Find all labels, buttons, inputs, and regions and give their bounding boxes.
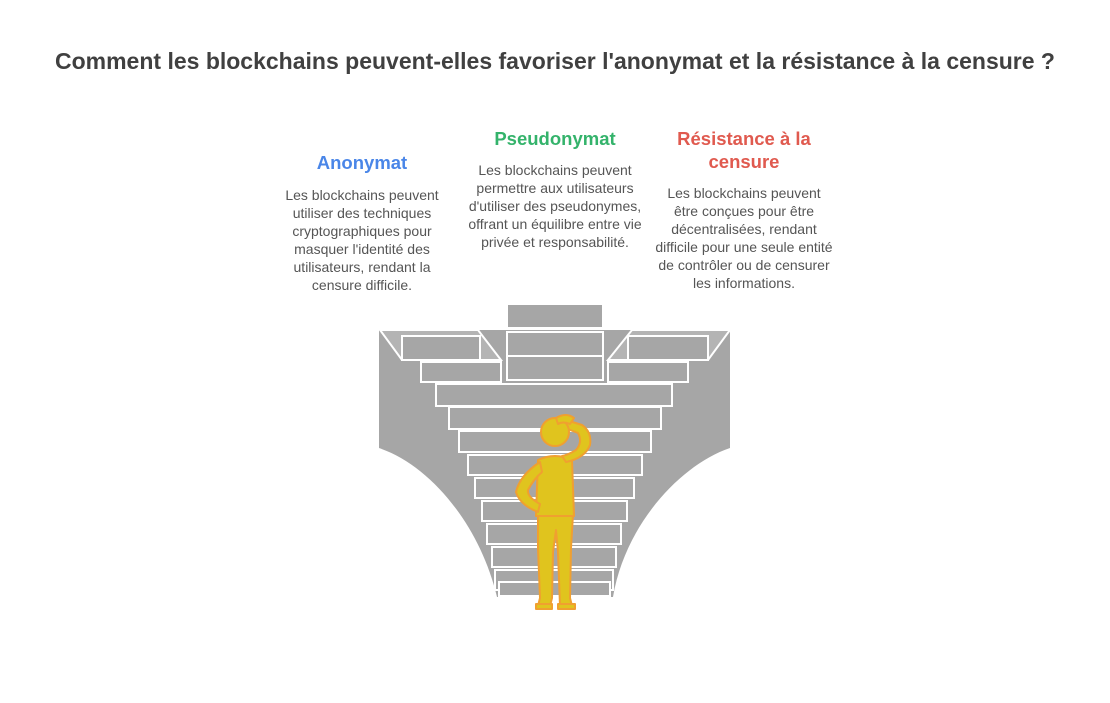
pseudonymat-description: Les blockchains peuvent permettre aux ut… — [468, 162, 642, 250]
figure-hand — [555, 414, 575, 425]
page-title: Comment les blockchains peuvent-elles fa… — [55, 48, 1055, 74]
anonymat-description: Les blockchains peuvent utiliser des tec… — [285, 187, 439, 293]
left-top-block — [378, 329, 504, 383]
thinking-person-figure — [515, 414, 592, 610]
right-top-block — [605, 329, 732, 383]
resistance-description: Les blockchains peuvent être conçues pou… — [655, 185, 833, 291]
anonymat-block: Anonymat Les blockchains peuvent utilise… — [272, 151, 452, 294]
figure-left-arm — [515, 461, 543, 513]
figure-feet — [535, 603, 576, 610]
pseudonymat-block: Pseudonymat Les blockchains peuvent perm… — [465, 127, 645, 251]
pseudonymat-heading: Pseudonymat — [494, 128, 616, 149]
resistance-block: Résistance à la censure Les blockchains … — [654, 127, 834, 292]
anonymat-heading: Anonymat — [316, 152, 408, 173]
figure-body — [535, 455, 575, 517]
figure-legs — [537, 513, 574, 607]
center-tower — [506, 303, 604, 381]
resistance-heading: Résistance à la censure — [677, 128, 811, 172]
